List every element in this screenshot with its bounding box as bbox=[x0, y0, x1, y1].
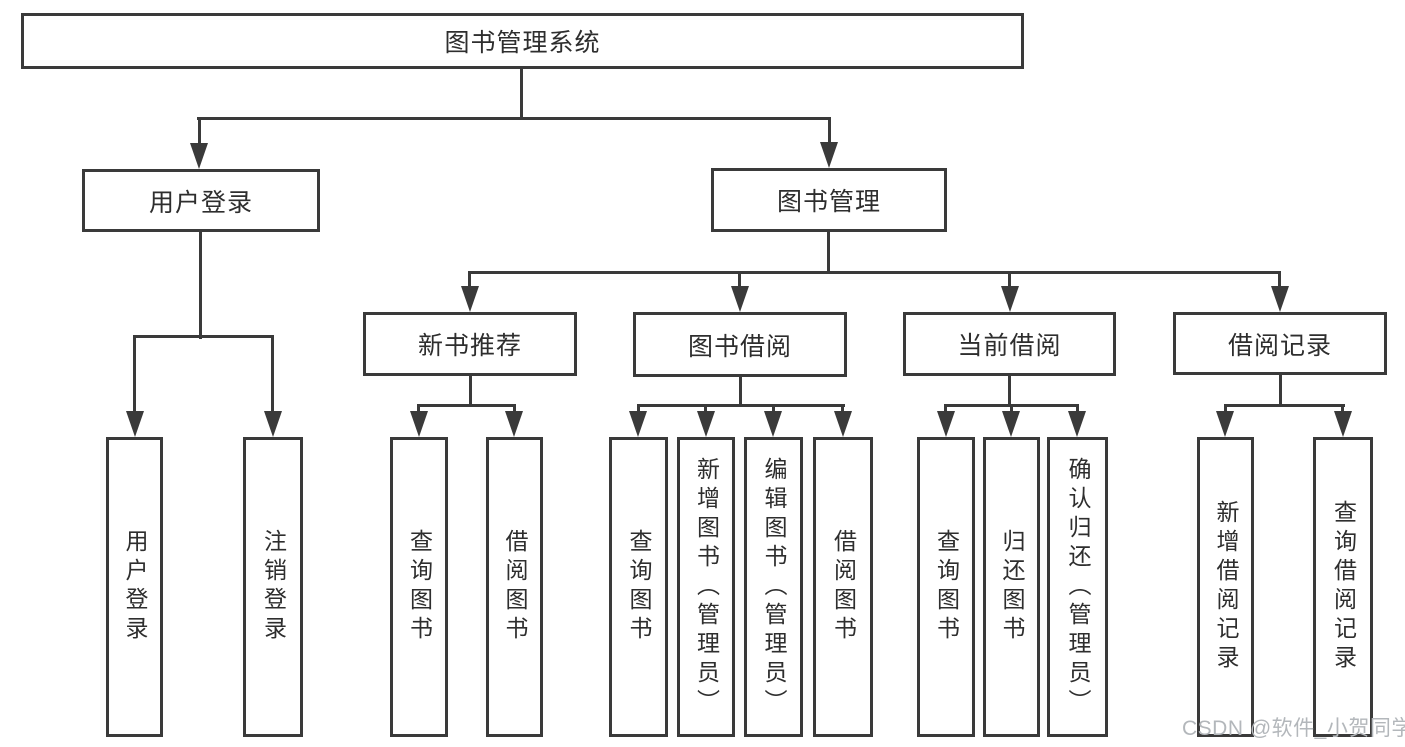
node-query-books-under-recommendation: 查询图书 bbox=[390, 437, 448, 737]
connector-records-bar bbox=[1224, 404, 1345, 407]
connector-book-management-stem bbox=[827, 232, 830, 274]
arrowhead-borrow-books-1 bbox=[505, 411, 523, 437]
connector-to-current-borrowing bbox=[1008, 272, 1011, 292]
arrowhead-logout-leaf bbox=[264, 411, 282, 437]
arrowhead-edit-books bbox=[764, 411, 782, 437]
node-add-borrow-record: 新增借阅记录 bbox=[1197, 437, 1254, 737]
node-add-books-admin: 新增图书（管理员） bbox=[677, 437, 735, 737]
arrowhead-query-record bbox=[1334, 411, 1352, 437]
connector-to-book-borrowing bbox=[738, 272, 741, 292]
node-return-books: 归还图书 bbox=[983, 437, 1040, 737]
connector-to-book-management bbox=[828, 118, 831, 148]
arrowhead-borrow-books-2 bbox=[834, 411, 852, 437]
node-book-management: 图书管理 bbox=[711, 168, 947, 232]
connector-to-logout-leaf bbox=[271, 336, 274, 421]
connector-records-stem bbox=[1279, 375, 1282, 407]
connector-user-login-bar bbox=[133, 335, 274, 338]
node-library-management-system: 图书管理系统 bbox=[21, 13, 1024, 69]
connector-to-borrowing-records bbox=[1278, 272, 1281, 292]
connector-level1-bar bbox=[197, 117, 831, 120]
connector-root-stem bbox=[520, 69, 523, 119]
node-current-borrowing: 当前借阅 bbox=[903, 312, 1116, 376]
connector-current-stem bbox=[1008, 376, 1011, 407]
connector-to-user-login bbox=[198, 118, 201, 148]
arrowhead-book-management bbox=[820, 142, 838, 168]
connector-borrowing-stem bbox=[739, 377, 742, 406]
arrowhead-add-books bbox=[697, 411, 715, 437]
node-book-borrowing: 图书借阅 bbox=[633, 312, 847, 377]
arrowhead-current-borrowing bbox=[1001, 286, 1019, 312]
node-borrow-books-under-recommendation: 借阅图书 bbox=[486, 437, 543, 737]
node-borrow-books-under-borrowing: 借阅图书 bbox=[813, 437, 873, 737]
connector-user-login-stem bbox=[199, 232, 202, 339]
arrowhead-return-books bbox=[1002, 411, 1020, 437]
arrowhead-borrowing-records bbox=[1271, 286, 1289, 312]
node-user-login-leaf: 用户登录 bbox=[106, 437, 163, 737]
watermark-text: CSDN @软件_小贺同学 bbox=[1182, 717, 1405, 740]
arrowhead-confirm-return bbox=[1068, 411, 1086, 437]
arrowhead-new-book-recommendation bbox=[461, 286, 479, 312]
node-user-login: 用户登录 bbox=[82, 169, 320, 232]
arrowhead-user-login bbox=[190, 143, 208, 169]
node-logout-leaf: 注销登录 bbox=[243, 437, 303, 737]
node-new-book-recommendation: 新书推荐 bbox=[363, 312, 577, 376]
arrowhead-query-books-3 bbox=[937, 411, 955, 437]
node-query-books-under-borrowing: 查询图书 bbox=[609, 437, 668, 737]
arrowhead-query-books-2 bbox=[629, 411, 647, 437]
arrowhead-user-login-leaf bbox=[126, 411, 144, 437]
connector-to-user-login-leaf bbox=[133, 336, 136, 421]
arrowhead-query-books-1 bbox=[410, 411, 428, 437]
node-query-borrow-record: 查询借阅记录 bbox=[1313, 437, 1373, 737]
connector-level3-bar bbox=[468, 271, 1281, 274]
connector-borrowing-bar bbox=[637, 404, 845, 407]
node-query-books-under-current: 查询图书 bbox=[917, 437, 975, 737]
arrowhead-add-record bbox=[1216, 411, 1234, 437]
connector-to-new-book-recommendation bbox=[468, 272, 471, 292]
connector-recommendation-bar bbox=[417, 404, 516, 407]
node-borrowing-records: 借阅记录 bbox=[1173, 312, 1387, 375]
arrowhead-book-borrowing bbox=[731, 286, 749, 312]
node-edit-books-admin: 编辑图书（管理员） bbox=[744, 437, 803, 737]
connector-recommendation-stem bbox=[469, 376, 472, 407]
node-confirm-return-admin: 确认归还（管理员） bbox=[1047, 437, 1108, 737]
